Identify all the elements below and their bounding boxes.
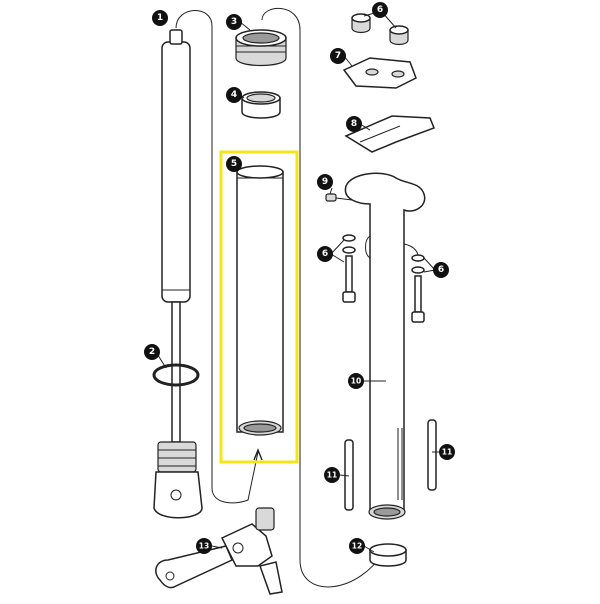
callout-badge-2: 2 [144, 344, 160, 360]
part-7-clamp-plate [342, 57, 417, 89]
part-5-tube [236, 165, 284, 436]
callout-badge-11-right: 11 [439, 444, 455, 460]
part-1-cartridge [153, 29, 203, 519]
part-11-guide-strips [344, 419, 437, 511]
callout-label: 11 [327, 471, 337, 480]
callout-badge-1: 1 [152, 10, 168, 26]
callout-badge-10: 10 [348, 373, 364, 389]
part-12-ring [369, 543, 407, 567]
callout-badge-8: 8 [346, 116, 362, 132]
part-6-left-bolt [342, 234, 356, 303]
part-3-collar [235, 29, 287, 67]
part-10-seatpost-tube [344, 172, 426, 520]
callout-badge-6-right: 6 [433, 262, 449, 278]
callout-badge-6-left: 6 [317, 246, 333, 262]
callout-label: 6 [322, 249, 328, 259]
callout-label: 4 [231, 90, 237, 100]
callout-label: 9 [322, 177, 328, 187]
callout-badge-4: 4 [226, 87, 242, 103]
callout-label: 1 [157, 13, 163, 23]
callout-label: 11 [442, 448, 452, 457]
callout-label: 10 [351, 377, 361, 386]
callout-label: 12 [352, 542, 362, 551]
part-6-top-nuts [351, 13, 409, 46]
part-6-right-bolt [411, 254, 425, 323]
part-2-o-ring [152, 363, 200, 387]
callout-label: 13 [199, 542, 209, 551]
callout-label: 5 [231, 159, 237, 169]
highlight-box-part-5 [219, 150, 299, 464]
assembly-arrow-part-5 [253, 448, 263, 461]
callout-label: 6 [438, 265, 444, 275]
assembly-path-line-right [261, 8, 387, 588]
callout-label: 3 [231, 17, 237, 27]
assembly-path-line [175, 10, 259, 504]
callout-badge-5: 5 [226, 156, 242, 172]
callout-badge-7: 7 [330, 48, 346, 64]
callout-badge-13: 13 [196, 538, 212, 554]
callout-label: 7 [335, 51, 341, 61]
part-13-remote-lever [155, 507, 283, 595]
callout-label: 6 [377, 5, 383, 15]
callout-badge-9: 9 [317, 174, 333, 190]
callout-label: 2 [149, 347, 155, 357]
part-8-saddle-clamp [344, 115, 435, 153]
callout-badge-3: 3 [226, 14, 242, 30]
callout-badge-12: 12 [349, 538, 365, 554]
callout-badge-11-left: 11 [324, 467, 340, 483]
part-4-bushing [241, 91, 281, 119]
callout-badge-6-top: 6 [372, 2, 388, 18]
callout-label: 8 [351, 119, 357, 129]
